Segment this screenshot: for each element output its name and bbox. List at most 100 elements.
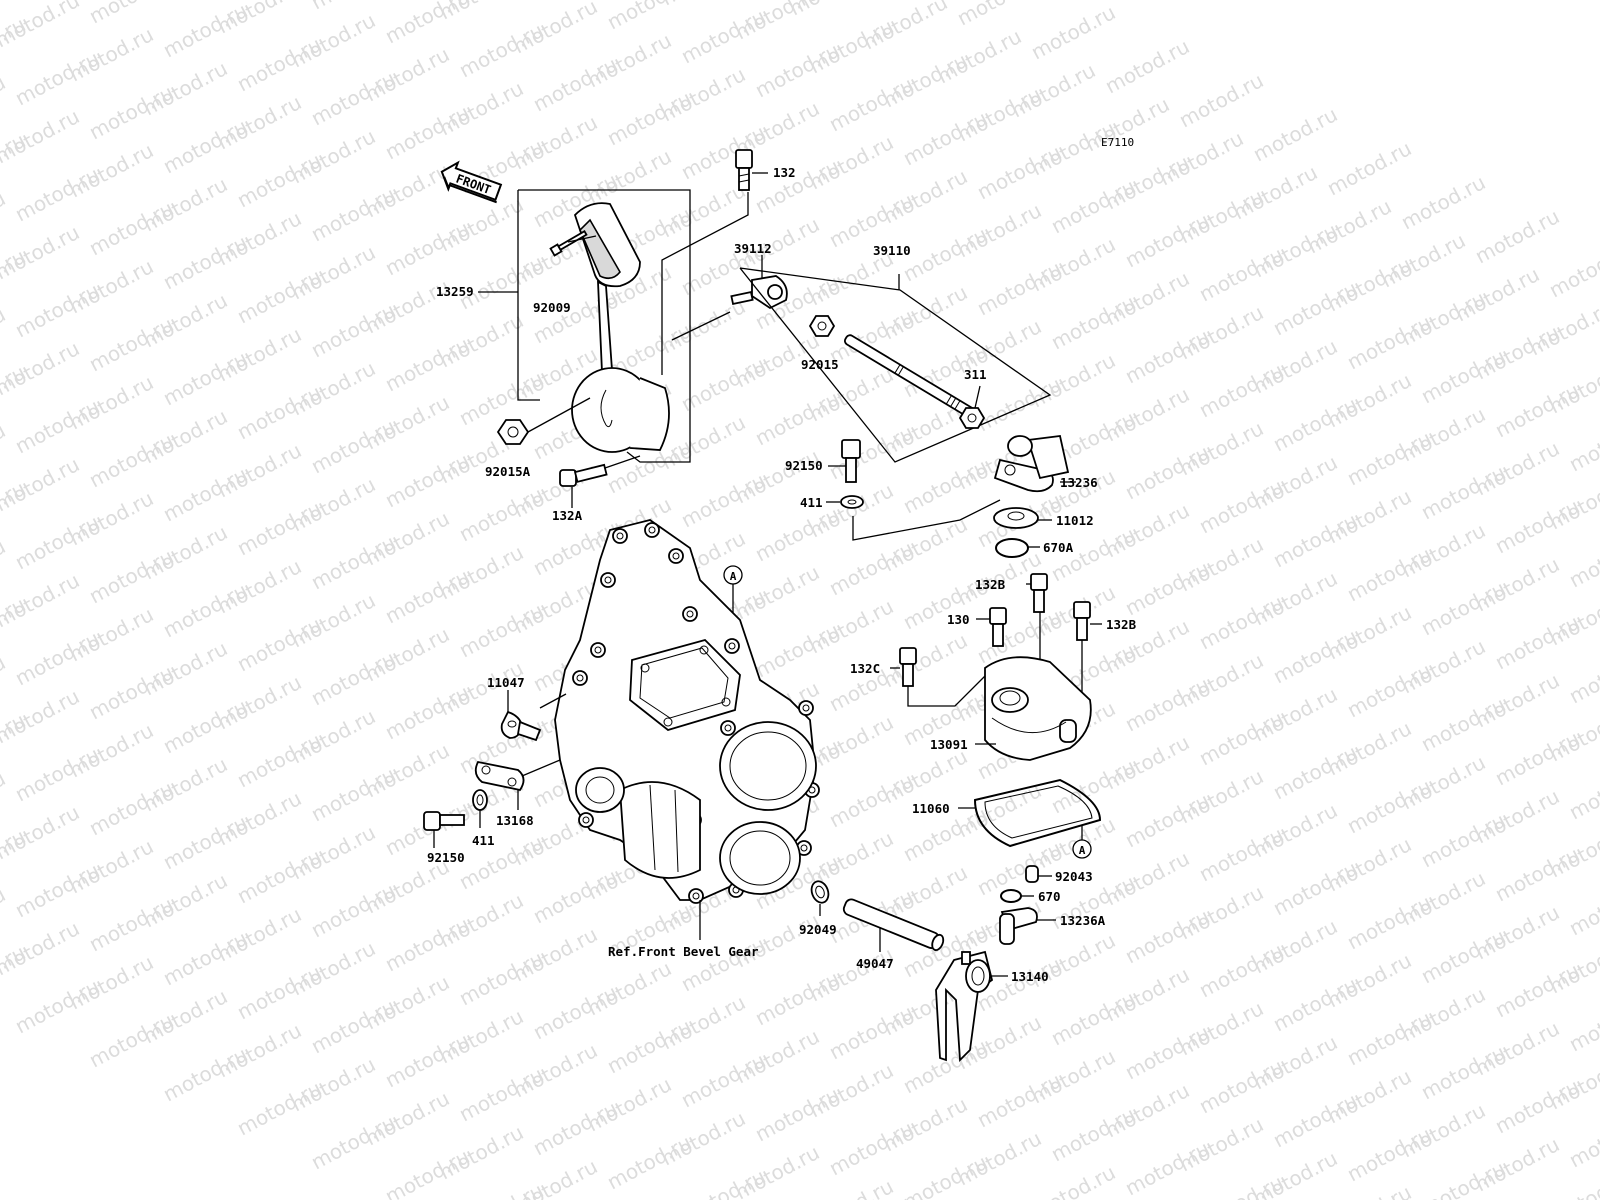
part-label-670: 670 (1038, 889, 1061, 904)
part-label-130: 130 (947, 612, 970, 627)
part-label-132A: 132A (552, 508, 583, 523)
tie-rod-assembly (739, 267, 1052, 463)
arm-13236A (999, 907, 1056, 945)
watermark-text: motod.ru (0, 186, 9, 250)
watermark-text: motod.ru (1565, 876, 1600, 940)
reference-marker-label: A (1079, 844, 1086, 857)
watermark-text: motod.ru (455, 1178, 547, 1200)
part-label-49047: 49047 (856, 956, 894, 971)
watermark-text: motod.ru (85, 0, 177, 28)
nut-92015A (496, 397, 591, 445)
part-label-670A: 670A (1043, 540, 1074, 555)
watermark-text: motod.ru (1565, 1108, 1600, 1172)
watermark-text: motod.ru (1027, 0, 1119, 64)
part-label-132: 132 (773, 165, 796, 180)
watermark-text: motod.ru (1249, 102, 1341, 166)
watermark-text: motod.ru (1545, 238, 1600, 302)
part-label-132C: 132C (850, 661, 880, 676)
watermark-text: motod.ru (1565, 412, 1600, 476)
shift-lever-assembly (478, 189, 691, 463)
part-label-13091: 13091 (930, 737, 968, 752)
plate-13168 (474, 759, 561, 810)
gasket-11060 (958, 778, 1102, 848)
part-label-411-lower: 411 (472, 833, 495, 848)
watermark-text: motod.ru (381, 1144, 473, 1200)
watermark-text: motod.ru (0, 534, 9, 598)
o-ring-670A (995, 538, 1040, 558)
o-ring-670 (1000, 889, 1034, 903)
watermark-text: motod.ru (953, 0, 1045, 30)
watermark-text: motod.ru (307, 0, 399, 14)
part-label-92049: 92049 (799, 922, 837, 937)
seal-11012 (993, 507, 1052, 529)
watermark-text: motod.ru (1545, 1166, 1600, 1200)
bolt-92150-upper (826, 439, 1001, 541)
watermark-text: motod.ru (805, 1174, 897, 1200)
part-label-92150-upper: 92150 (785, 458, 823, 473)
part-label-39110: 39110 (873, 243, 911, 258)
part-label-92150-lower: 92150 (427, 850, 465, 865)
part-label-132B-upper: 132B (975, 577, 1006, 592)
bolt-132C (890, 647, 986, 707)
reference-note: Ref.Front Bevel Gear (608, 944, 759, 959)
pin-92043 (1025, 865, 1052, 883)
watermark-text: motod.ru (0, 766, 9, 830)
washer-411-lower (472, 789, 488, 828)
shift-arm-13236 (993, 435, 1076, 493)
part-label-39112: 39112 (734, 241, 772, 256)
bolt-132B-upper (1026, 573, 1048, 613)
watermark-text: motod.ru (0, 418, 9, 482)
part-label-13236: 13236 (1060, 475, 1098, 490)
shaft-49047 (842, 898, 945, 952)
part-label-92043: 92043 (1055, 869, 1093, 884)
watermark-text: motod.ru (0, 0, 9, 18)
part-label-11060: 11060 (912, 801, 950, 816)
watermark-text: motod.ru (0, 882, 9, 946)
part-label-311: 311 (964, 367, 987, 382)
watermark-text: motod.ru (0, 650, 9, 714)
part-label-group: 132 39112 39110 13259 92009 92015 311 92… (427, 165, 1137, 984)
part-label-13236A: 13236A (1060, 913, 1106, 928)
part-label-92015A: 92015A (485, 464, 531, 479)
reference-marker-a-lower: A (1072, 839, 1092, 859)
gear-case-housing (554, 519, 820, 940)
part-label-11012: 11012 (1056, 513, 1094, 528)
collar-92049 (810, 880, 830, 916)
watermark-text: motod.ru (1101, 34, 1193, 98)
clip-11047 (500, 690, 567, 742)
part-label-92015: 92015 (801, 357, 839, 372)
part-label-11047: 11047 (487, 675, 525, 690)
watermark-text: motod.ru (1565, 528, 1600, 592)
diagram-code: E7110 (1101, 136, 1134, 149)
part-label-13259: 13259 (436, 284, 474, 299)
watermark-text: motod.ru (899, 1150, 991, 1200)
part-label-92009: 92009 (533, 300, 571, 315)
watermark-text: motod.ru (1397, 170, 1489, 234)
part-label-132B-right: 132B (1106, 617, 1137, 632)
cover-13091 (975, 656, 1092, 761)
watermark-text: motod.ru (0, 302, 9, 366)
rod-end-39112 (671, 255, 788, 341)
part-label-13140: 13140 (1011, 969, 1049, 984)
bolt-132A (559, 455, 641, 508)
reference-marker-label: A (730, 570, 737, 583)
watermark-text: motod.ru (1565, 992, 1600, 1056)
watermark-text: motod.ru (1175, 68, 1267, 132)
watermark-text: motod.ru (1565, 760, 1600, 824)
bolt-132 (661, 149, 768, 375)
watermark-text: motod.ru (1323, 136, 1415, 200)
bolt-92150-lower (423, 811, 465, 848)
watermark-text: motod.ru (1323, 1180, 1415, 1200)
watermark-text: motod.ru (139, 0, 231, 4)
watermark-text: motod.ru (1195, 1170, 1287, 1200)
watermark-text: motod.ru (0, 70, 9, 134)
watermark-text: motod.ru (1565, 644, 1600, 708)
watermark-text: motod.ru (381, 0, 473, 48)
shift-fork-13140 (935, 950, 1008, 1063)
part-label-13168: 13168 (496, 813, 534, 828)
watermark-text: motod.ru (603, 0, 695, 34)
watermark-text: motod.ru (1471, 204, 1563, 268)
part-label-411-upper: 411 (800, 495, 823, 510)
